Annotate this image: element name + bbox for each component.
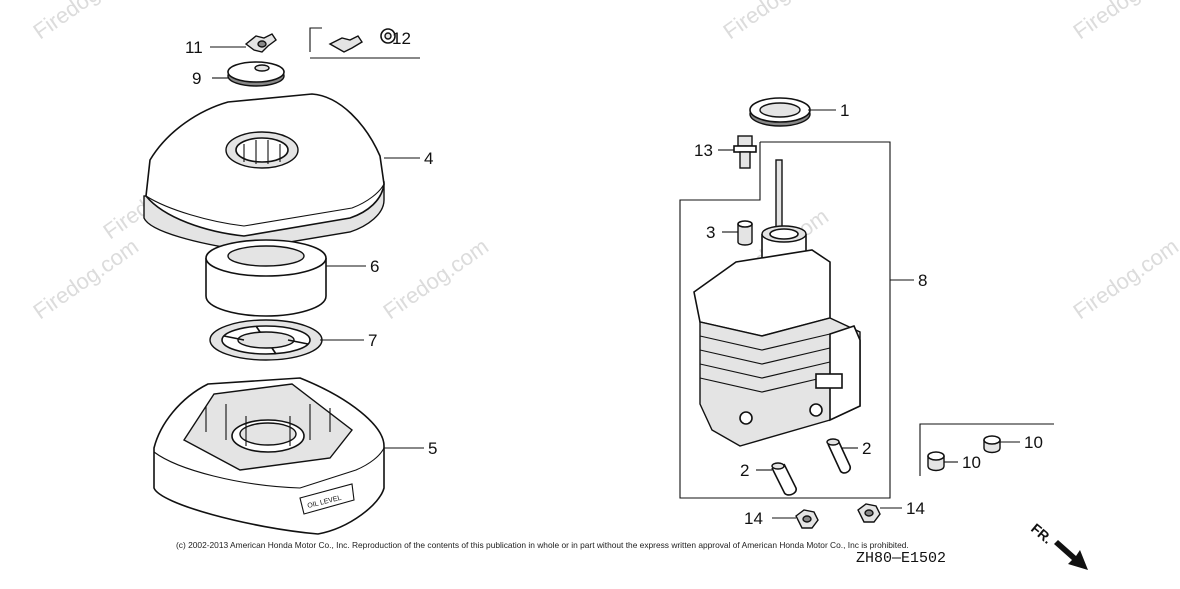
callout-10b: 10 (1024, 433, 1043, 452)
part-2-dowel-lower (771, 462, 797, 496)
bracket-8 (679, 141, 891, 499)
part-10-plug-b (983, 435, 1001, 454)
part-12-inset (309, 27, 420, 59)
part-9-cover-cap (227, 61, 285, 87)
part-11-wing-nut (244, 33, 277, 53)
callout-14b: 14 (906, 499, 925, 518)
callout-14a: 14 (744, 509, 763, 528)
callout-12: 12 (392, 29, 411, 48)
part-14-nut-right (857, 503, 881, 523)
oil-bath-case (693, 159, 861, 447)
part-10-plug-a (927, 451, 945, 472)
callout-6: 6 (370, 257, 379, 276)
watermark: Firedog.com (29, 0, 144, 44)
callout-4: 4 (424, 149, 433, 168)
callout-8: 8 (918, 271, 927, 290)
copyright-notice: (c) 2002-2013 American Honda Motor Co., … (176, 540, 909, 550)
part-3-dowel (737, 220, 753, 246)
watermark: Firedog.com (719, 0, 834, 44)
watermark: Firedog.com (29, 233, 144, 324)
part-13-bolt (733, 135, 757, 169)
part-4-air-cleaner-cover (143, 93, 385, 251)
callout-9: 9 (192, 69, 201, 88)
callout-5: 5 (428, 439, 437, 458)
callout-2a: 2 (862, 439, 871, 458)
callout-2b: 2 (740, 461, 749, 480)
callout-1: 1 (840, 101, 849, 120)
callout-3: 3 (706, 223, 715, 242)
watermark: Firedog.com (1069, 0, 1180, 44)
direction-label: FR. (1028, 520, 1056, 547)
callout-13: 13 (694, 141, 713, 160)
diagram-code: ZH80—E1502 (856, 550, 946, 567)
part-14-nut-left (795, 509, 819, 529)
part-1-seal-ring (749, 97, 811, 127)
inset-10-frame (919, 423, 1054, 476)
watermark: Firedog.com (1069, 233, 1180, 324)
watermark: Firedog.com (379, 233, 494, 324)
part-2-dowel-upper (826, 438, 852, 474)
part-5-air-cleaner-housing: OIL LEVEL (153, 377, 385, 535)
front-direction-arrow-icon: FR. (1028, 520, 1088, 570)
callout-7: 7 (368, 331, 377, 350)
part-6-filter-element (205, 239, 327, 317)
callout-11: 11 (185, 38, 203, 57)
callout-10a: 10 (962, 453, 981, 472)
part-7-gasket (209, 319, 323, 361)
